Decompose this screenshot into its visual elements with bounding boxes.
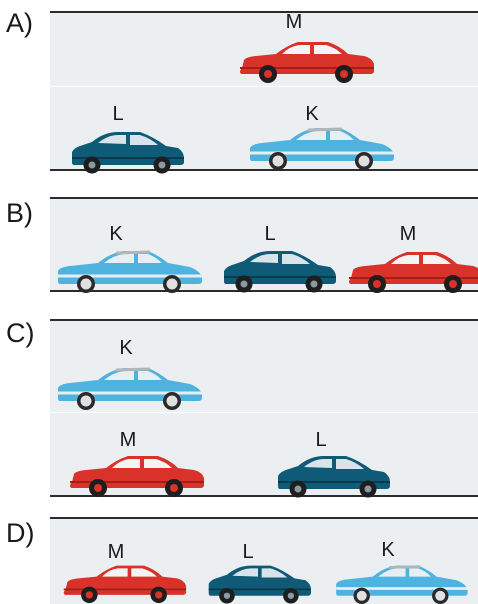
car-label-k: K [305,103,319,125]
car-l-teal-hatchback-icon [66,128,186,174]
car-label-k: K [109,223,123,245]
option-b-road-line [50,290,478,292]
car-l-teal-hatchback-icon [272,452,392,498]
option-a-road-line [50,169,478,171]
car-label-k: K [381,539,395,561]
car-label-m: M [119,429,137,451]
car-m-red-sedan-icon [54,562,194,604]
option-a-label[interactable]: A) [6,8,33,38]
option-c-lane-separator [50,412,478,413]
car-label-l: L [264,223,276,245]
car-m-red-sedan-icon [345,248,478,294]
car-k-blue-coupe-icon [54,247,204,293]
car-label-l: L [112,103,124,125]
option-a-top-line [50,11,478,13]
option-c-road-line [50,495,478,497]
car-k-blue-coupe-icon [54,364,204,410]
option-b-label[interactable]: B) [6,198,33,228]
car-label-l: L [242,541,254,563]
car-l-teal-hatchback-icon [218,247,338,293]
option-a-lane-separator [50,86,478,87]
car-m-red-sedan-icon [66,452,206,498]
car-l-teal-hatchback-icon [198,562,318,604]
car-label-m: M [107,541,125,563]
car-k-blue-coupe-icon [326,562,476,604]
option-c-top-line [50,319,478,321]
car-label-k: K [119,337,133,359]
car-label-l: L [315,429,327,451]
car-m-red-sedan-icon [236,38,376,84]
car-label-m: M [285,11,303,33]
option-b-top-line [50,197,478,199]
car-label-m: M [399,223,417,245]
option-d-label[interactable]: D) [6,518,35,548]
option-d-top-line [50,517,478,519]
option-c-label[interactable]: C) [6,318,35,348]
car-k-blue-coupe-icon [246,124,396,170]
